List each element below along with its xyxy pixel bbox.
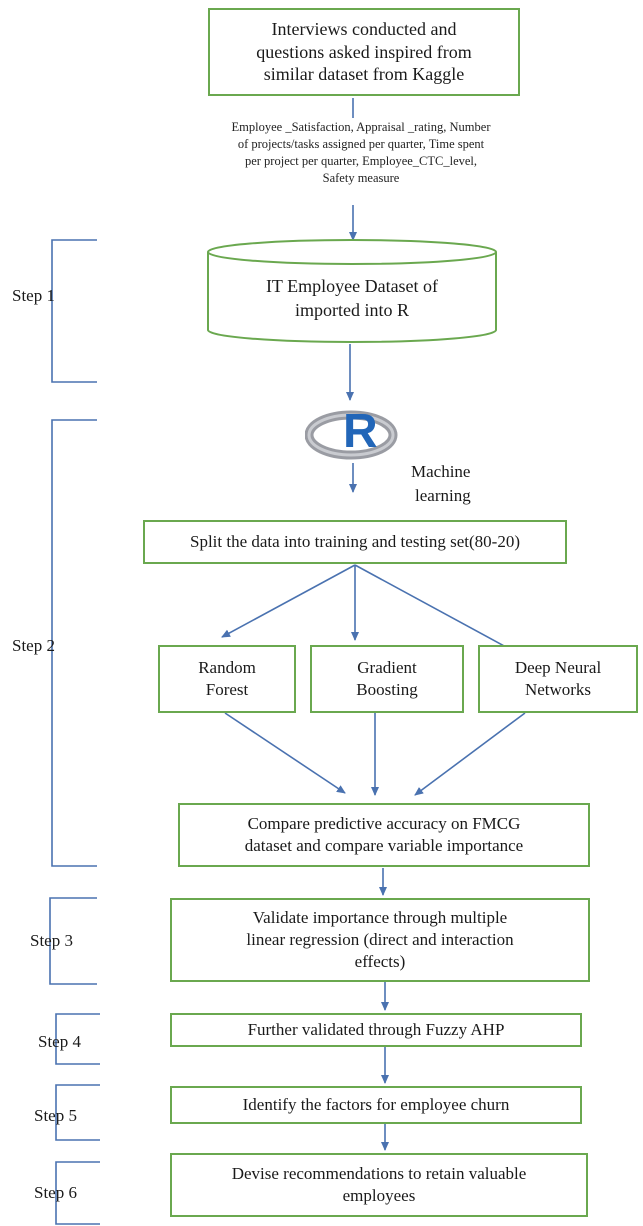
model-gradient-boosting: Gradient Boosting bbox=[310, 645, 464, 713]
step-5-label: Step 5 bbox=[34, 1106, 77, 1125]
identify-text: Identify the factors for employee churn bbox=[242, 1094, 510, 1114]
compare-line-1: Compare predictive accuracy on FMCG bbox=[247, 813, 521, 833]
split-text: Split the data into training and testing… bbox=[189, 531, 521, 551]
variables-note: Employee _Satisfaction, Appraisal _ratin… bbox=[196, 119, 526, 187]
step-3-label: Step 3 bbox=[30, 931, 73, 950]
arrow-rf-to-compare bbox=[224, 712, 346, 794]
ml-line-2: learning bbox=[415, 485, 471, 505]
compare-box: Compare predictive accuracy on FMCG data… bbox=[178, 803, 590, 867]
source-line-2: questions asked inspired from bbox=[256, 41, 472, 62]
step6-bracket bbox=[55, 1161, 100, 1225]
arrow-split-to-rf bbox=[221, 564, 356, 638]
split-box: Split the data into training and testing… bbox=[143, 520, 567, 564]
r-logo-letter: R bbox=[343, 405, 378, 458]
step-2-label: Step 2 bbox=[12, 636, 55, 655]
r-logo: R bbox=[304, 405, 401, 464]
source-line-3: similar dataset from Kaggle bbox=[263, 64, 465, 85]
step1-bracket bbox=[51, 239, 97, 383]
step-1-label: Step 1 bbox=[12, 286, 55, 305]
step4-bracket bbox=[55, 1013, 100, 1065]
gb-line-1: Gradient bbox=[357, 657, 417, 677]
variables-line-3: per project per quarter, Employee_CTC_le… bbox=[244, 153, 478, 168]
validate-line-2: linear regression (direct and interactio… bbox=[246, 929, 514, 949]
source-box: Interviews conducted and questions asked… bbox=[208, 8, 520, 96]
rf-line-1: Random bbox=[198, 657, 256, 677]
step3-bracket bbox=[49, 897, 97, 985]
step5-bracket bbox=[55, 1084, 100, 1141]
gb-line-2: Boosting bbox=[356, 680, 418, 699]
validate-line-3: effects) bbox=[354, 952, 406, 972]
identify-box: Identify the factors for employee churn bbox=[170, 1086, 582, 1124]
variables-line-1: Employee _Satisfaction, Appraisal _ratin… bbox=[231, 120, 491, 134]
source-line-1: Interviews conducted and bbox=[271, 19, 457, 40]
arrow-dnn-to-compare bbox=[414, 712, 526, 796]
dnn-line-1: Deep Neural bbox=[514, 657, 602, 677]
dnn-line-2: Networks bbox=[524, 680, 592, 699]
ml-line-1: Machine bbox=[411, 462, 471, 481]
rf-line-2: Forest bbox=[205, 680, 249, 699]
dataset-label: IT Employee Dataset of imported into R bbox=[212, 274, 492, 323]
arrow-split-to-dnn bbox=[354, 564, 531, 661]
fuzzy-text: Further validated through Fuzzy AHP bbox=[247, 1019, 505, 1039]
dataset-line-1: IT Employee Dataset of bbox=[265, 276, 439, 296]
validate-box: Validate importance through multiple lin… bbox=[170, 898, 590, 982]
variables-line-2: of projects/tasks assigned per quarter, … bbox=[237, 136, 485, 151]
machine-learning-label: Machine learning bbox=[411, 460, 471, 508]
devise-line-2: employees bbox=[342, 1186, 416, 1205]
step-6-label: Step 6 bbox=[34, 1183, 77, 1202]
dataset-cylinder-shape bbox=[207, 239, 497, 343]
devise-line-1: Devise recommendations to retain valuabl… bbox=[231, 1163, 527, 1183]
step2-bracket bbox=[51, 419, 97, 867]
variables-line-4: Safety measure bbox=[322, 170, 400, 185]
model-deep-neural-networks: Deep Neural Networks bbox=[478, 645, 638, 713]
validate-line-1: Validate importance through multiple bbox=[252, 907, 508, 927]
dataset-line-2: imported into R bbox=[295, 300, 409, 321]
fuzzy-ahp-box: Further validated through Fuzzy AHP bbox=[170, 1013, 582, 1047]
compare-line-2: dataset and compare variable importance bbox=[244, 836, 524, 855]
step-4-label: Step 4 bbox=[38, 1032, 81, 1051]
model-random-forest: Random Forest bbox=[158, 645, 296, 713]
devise-box: Devise recommendations to retain valuabl… bbox=[170, 1153, 588, 1217]
